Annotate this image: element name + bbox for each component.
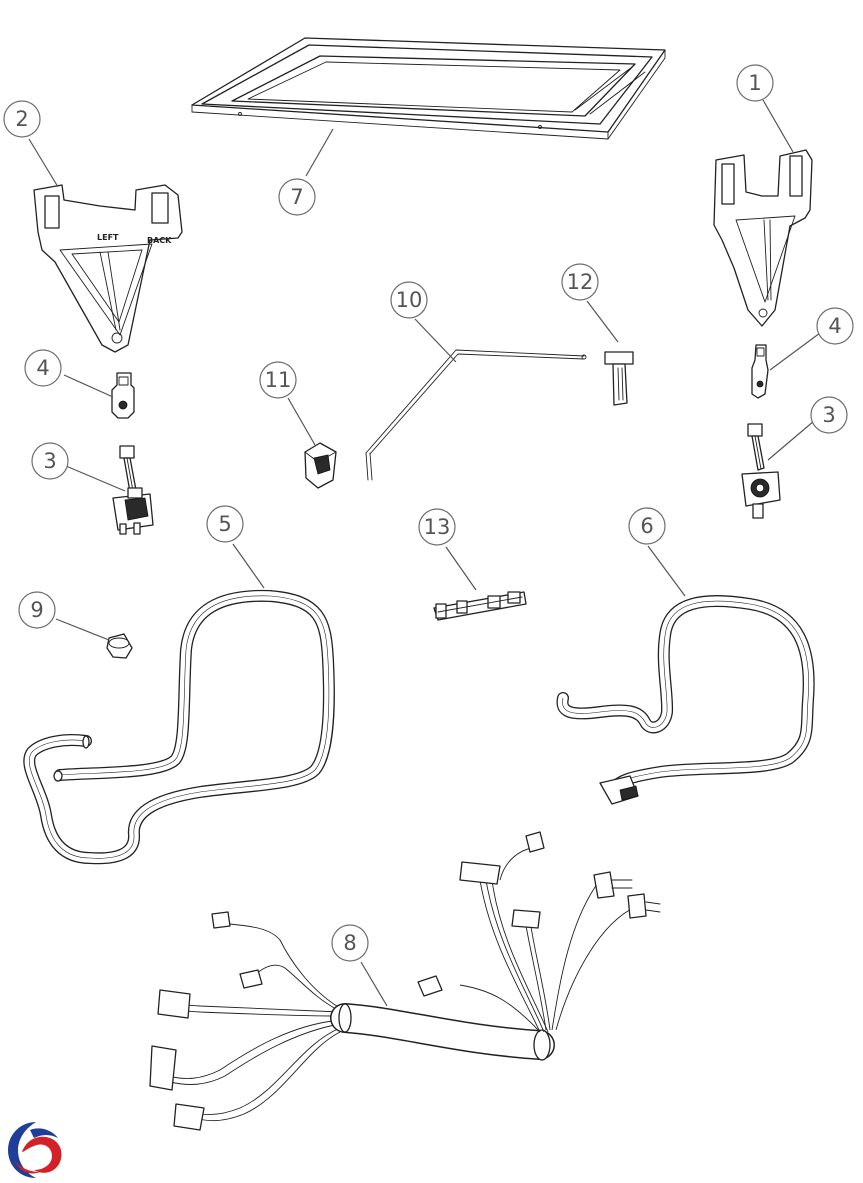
part-9-cap: [106, 633, 133, 659]
callout-2-label: 2: [15, 107, 28, 131]
callout-10: 10: [390, 281, 428, 319]
callout-9-label: 9: [30, 598, 43, 622]
callout-6: 6: [628, 507, 666, 545]
embossed-left-text: LEFT: [97, 233, 119, 242]
callout-6-label: 6: [640, 514, 653, 538]
logo-red-swirl: [22, 1136, 62, 1173]
part-11-clip: [304, 442, 337, 489]
callout-3-left-label: 3: [43, 449, 56, 473]
callout-5-label: 5: [218, 512, 231, 536]
callout-4-left: 4: [24, 349, 62, 387]
part-5-hose: [23, 589, 335, 865]
callout-4-left-label: 4: [36, 356, 49, 380]
part-12-pin: [604, 351, 634, 406]
callout-8: 8: [331, 924, 369, 962]
callout-1: 1: [736, 64, 774, 102]
part-3-actuator-left: [112, 445, 154, 535]
callout-11-label: 11: [265, 368, 292, 392]
part-2-left-bracket: LEFT BACK: [33, 184, 183, 353]
callout-13-label: 13: [424, 515, 451, 539]
callout-13: 13: [418, 508, 456, 546]
callout-3-left: 3: [31, 442, 69, 480]
part-10-rod: [365, 349, 587, 481]
callout-2: 2: [3, 100, 41, 138]
part-3-actuator-right: [741, 423, 781, 519]
part-4-clip-right: [751, 344, 769, 399]
part-4-clip-left: [111, 372, 135, 419]
logo-blue-swirl: [8, 1122, 36, 1178]
callout-8-label: 8: [343, 931, 356, 955]
callout-9: 9: [18, 591, 56, 629]
callout-1-label: 1: [748, 71, 761, 95]
callout-4-right-label: 4: [828, 314, 841, 338]
part-13-rail: [433, 591, 527, 621]
callout-11: 11: [259, 361, 297, 399]
leader-lines: [28, 99, 821, 1007]
callout-3-right: 3: [810, 396, 848, 434]
part-1-right-bracket: [713, 149, 813, 327]
embossed-back-text: BACK: [147, 236, 172, 245]
callout-10-label: 10: [396, 288, 423, 312]
part-6-hose: [556, 595, 815, 805]
callout-5: 5: [206, 505, 244, 543]
callout-12: 12: [561, 263, 599, 301]
callout-4-right: 4: [816, 307, 854, 345]
brand-logo: [8, 1122, 64, 1178]
callout-7-label: 7: [290, 185, 303, 209]
part-8-wire-harness: [149, 831, 661, 1131]
callout-12-label: 12: [567, 270, 594, 294]
part-7-frame: [191, 37, 666, 140]
callout-3-right-label: 3: [822, 403, 835, 427]
callout-7: 7: [278, 178, 316, 216]
